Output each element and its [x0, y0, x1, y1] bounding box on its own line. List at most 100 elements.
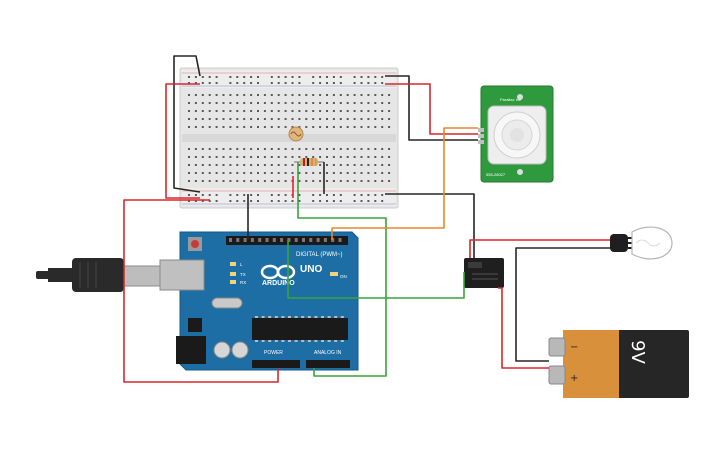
breadboard-hole [188, 126, 190, 128]
breadboard-hole [215, 94, 218, 96]
breadboard-hole [270, 194, 273, 196]
chip-pin [288, 316, 291, 318]
wire-black-pir-gnd[interactable] [385, 75, 478, 141]
breadboard-hole [291, 110, 294, 112]
breadboard-hole [298, 118, 301, 120]
breadboard-hole [298, 180, 301, 182]
led-l [230, 262, 236, 266]
resistor[interactable] [294, 158, 324, 166]
header-pin[interactable] [272, 238, 276, 242]
battery-negative-terminal[interactable] [548, 337, 566, 357]
wire-black-relay[interactable] [385, 193, 475, 258]
breadboard-hole [353, 118, 356, 120]
header-pin[interactable] [243, 238, 247, 242]
breadboard-hole [201, 148, 204, 150]
header-pin[interactable] [302, 238, 305, 242]
breadboard-hole [381, 110, 384, 112]
breadboard-hole [215, 148, 218, 150]
rx-led-label: RX [240, 280, 246, 285]
breadboard-hole [250, 194, 253, 196]
breadboard-hole [381, 76, 384, 78]
breadboard-hole [270, 82, 273, 84]
breadboard-hole [284, 180, 287, 182]
wire-red-pir-vcc[interactable] [385, 83, 478, 135]
header-pin[interactable] [323, 238, 327, 242]
breadboard-hole [236, 110, 239, 112]
breadboard-hole [194, 200, 197, 202]
relay[interactable] [464, 258, 504, 288]
breadboard-hole [215, 126, 218, 128]
led-tx [230, 272, 236, 276]
breadboard-hole [367, 76, 370, 78]
breadboard-hole [250, 172, 253, 174]
breadboard-hole [257, 94, 259, 96]
breadboard-hole [194, 126, 197, 128]
header-pin[interactable] [309, 238, 313, 242]
breadboard-hole [257, 200, 259, 202]
wire-red-relay-bulb[interactable] [469, 239, 610, 258]
led-rx [230, 280, 236, 284]
wire-green-digital[interactable] [287, 240, 465, 299]
wire-red-left-rail[interactable] [165, 83, 200, 199]
breadboard-hole [263, 118, 266, 120]
arduino-uno[interactable]: DIGITAL (PWM~) ARDUINO UNO POWER ANALOG … [159, 231, 359, 371]
header-pin[interactable] [265, 238, 269, 242]
breadboard-hole [326, 110, 328, 112]
header-pin[interactable] [258, 238, 262, 242]
breadboard-hole [360, 180, 363, 182]
wire-black-battery-neg[interactable] [515, 247, 610, 362]
header-pin[interactable] [229, 238, 232, 242]
breadboard-hole [270, 110, 273, 112]
chip-pin [255, 340, 258, 342]
breadboard-hole [346, 94, 349, 96]
usb-cable[interactable] [36, 258, 161, 292]
breadboard-hole [374, 200, 377, 202]
breadboard-hole [188, 148, 190, 150]
breadboard-hole [243, 110, 246, 112]
breadboard-hole [353, 194, 356, 196]
header-pin[interactable] [338, 238, 342, 242]
header-pin[interactable] [287, 238, 291, 242]
header-pin[interactable] [294, 238, 298, 242]
header-pin[interactable] [316, 238, 320, 242]
breadboard-hole [374, 126, 377, 128]
wire-red-battery-pos[interactable] [498, 287, 549, 369]
breadboard-hole [319, 118, 322, 120]
breadboard-hole [208, 164, 211, 166]
breadboard-hole [188, 94, 190, 96]
wire-black-left-loop[interactable] [173, 55, 201, 193]
breadboard-hole [222, 94, 225, 96]
wire-red-5v[interactable] [123, 199, 279, 383]
breadboard-hole [367, 164, 370, 166]
battery-9v[interactable]: − + 9V [548, 330, 689, 398]
header-pin[interactable] [280, 238, 284, 242]
header-pin[interactable] [236, 238, 240, 242]
wire-green-analog[interactable] [297, 162, 387, 377]
breadboard-hole [298, 156, 301, 158]
breadboard-hole [215, 82, 218, 84]
battery-positive-terminal[interactable] [548, 365, 566, 385]
chip-pin [307, 340, 311, 342]
breadboard-hole [236, 172, 239, 174]
breadboard-hole [326, 94, 328, 96]
wire-orange-pir-signal[interactable] [331, 127, 478, 240]
breadboard-hole [298, 148, 301, 150]
breadboard-hole [222, 110, 225, 112]
breadboard-hole [291, 200, 294, 202]
capacitor-1 [213, 341, 231, 359]
photoresistor[interactable] [288, 126, 304, 142]
breadboard-hole [277, 148, 280, 150]
breadboard-hole [257, 82, 259, 84]
breadboard-hole [381, 94, 384, 96]
breadboard-hole [208, 194, 211, 196]
breadboard[interactable] [179, 67, 399, 209]
breadboard-hole [243, 82, 246, 84]
pir-sensor[interactable]: Parallax Inc 555-28027 [478, 85, 554, 183]
breadboard-hole [215, 102, 218, 104]
breadboard-hole [188, 102, 190, 104]
header-pin[interactable] [250, 238, 254, 242]
breadboard-hole [229, 76, 232, 78]
breadboard-hole [277, 156, 280, 158]
battery-minus-label: − [570, 342, 578, 353]
light-bulb[interactable] [610, 226, 673, 260]
